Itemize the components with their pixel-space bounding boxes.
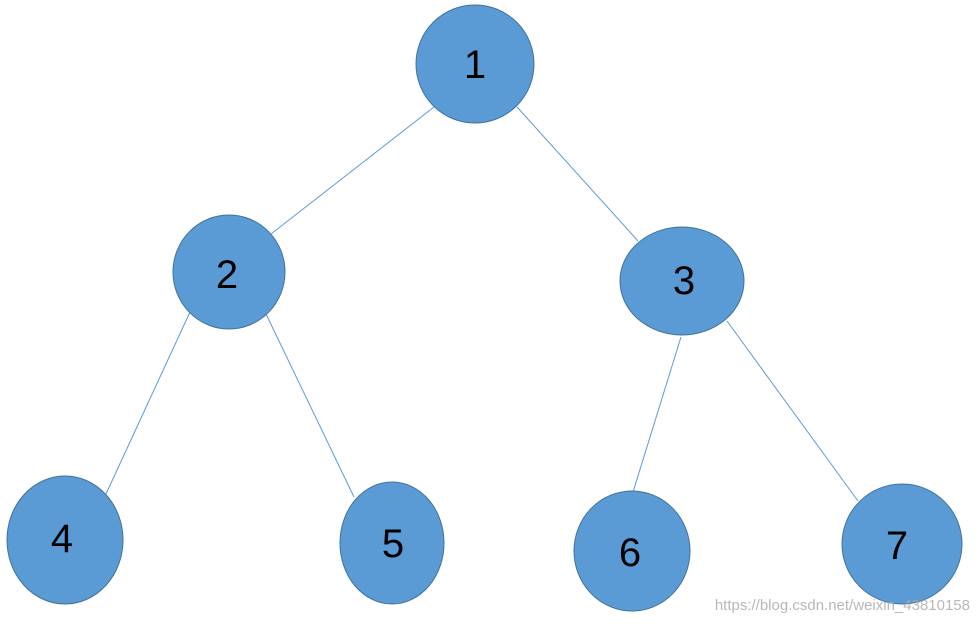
edge-3-6: [632, 336, 682, 493]
node-7-label: 7: [886, 524, 908, 568]
watermark: https://blog.csdn.net/weixin_43810158: [714, 597, 970, 614]
node-6: 6: [573, 490, 691, 612]
node-4: 4: [6, 475, 124, 605]
node-4-label: 4: [51, 517, 73, 561]
edge-1-3: [516, 106, 639, 242]
node-3-label: 3: [673, 259, 695, 303]
edge-2-4: [105, 311, 191, 495]
node-6-label: 6: [619, 531, 641, 575]
node-2-label: 2: [216, 253, 238, 297]
node-1: 1: [415, 4, 535, 124]
node-2: 2: [172, 214, 286, 330]
node-7: 7: [841, 483, 963, 605]
edge-2-5: [265, 313, 355, 498]
node-3: 3: [619, 226, 745, 336]
edge-3-7: [726, 320, 859, 502]
node-5-label: 5: [382, 522, 404, 566]
edge-1-2: [270, 106, 435, 235]
node-5: 5: [339, 481, 445, 605]
node-1-label: 1: [464, 43, 486, 87]
